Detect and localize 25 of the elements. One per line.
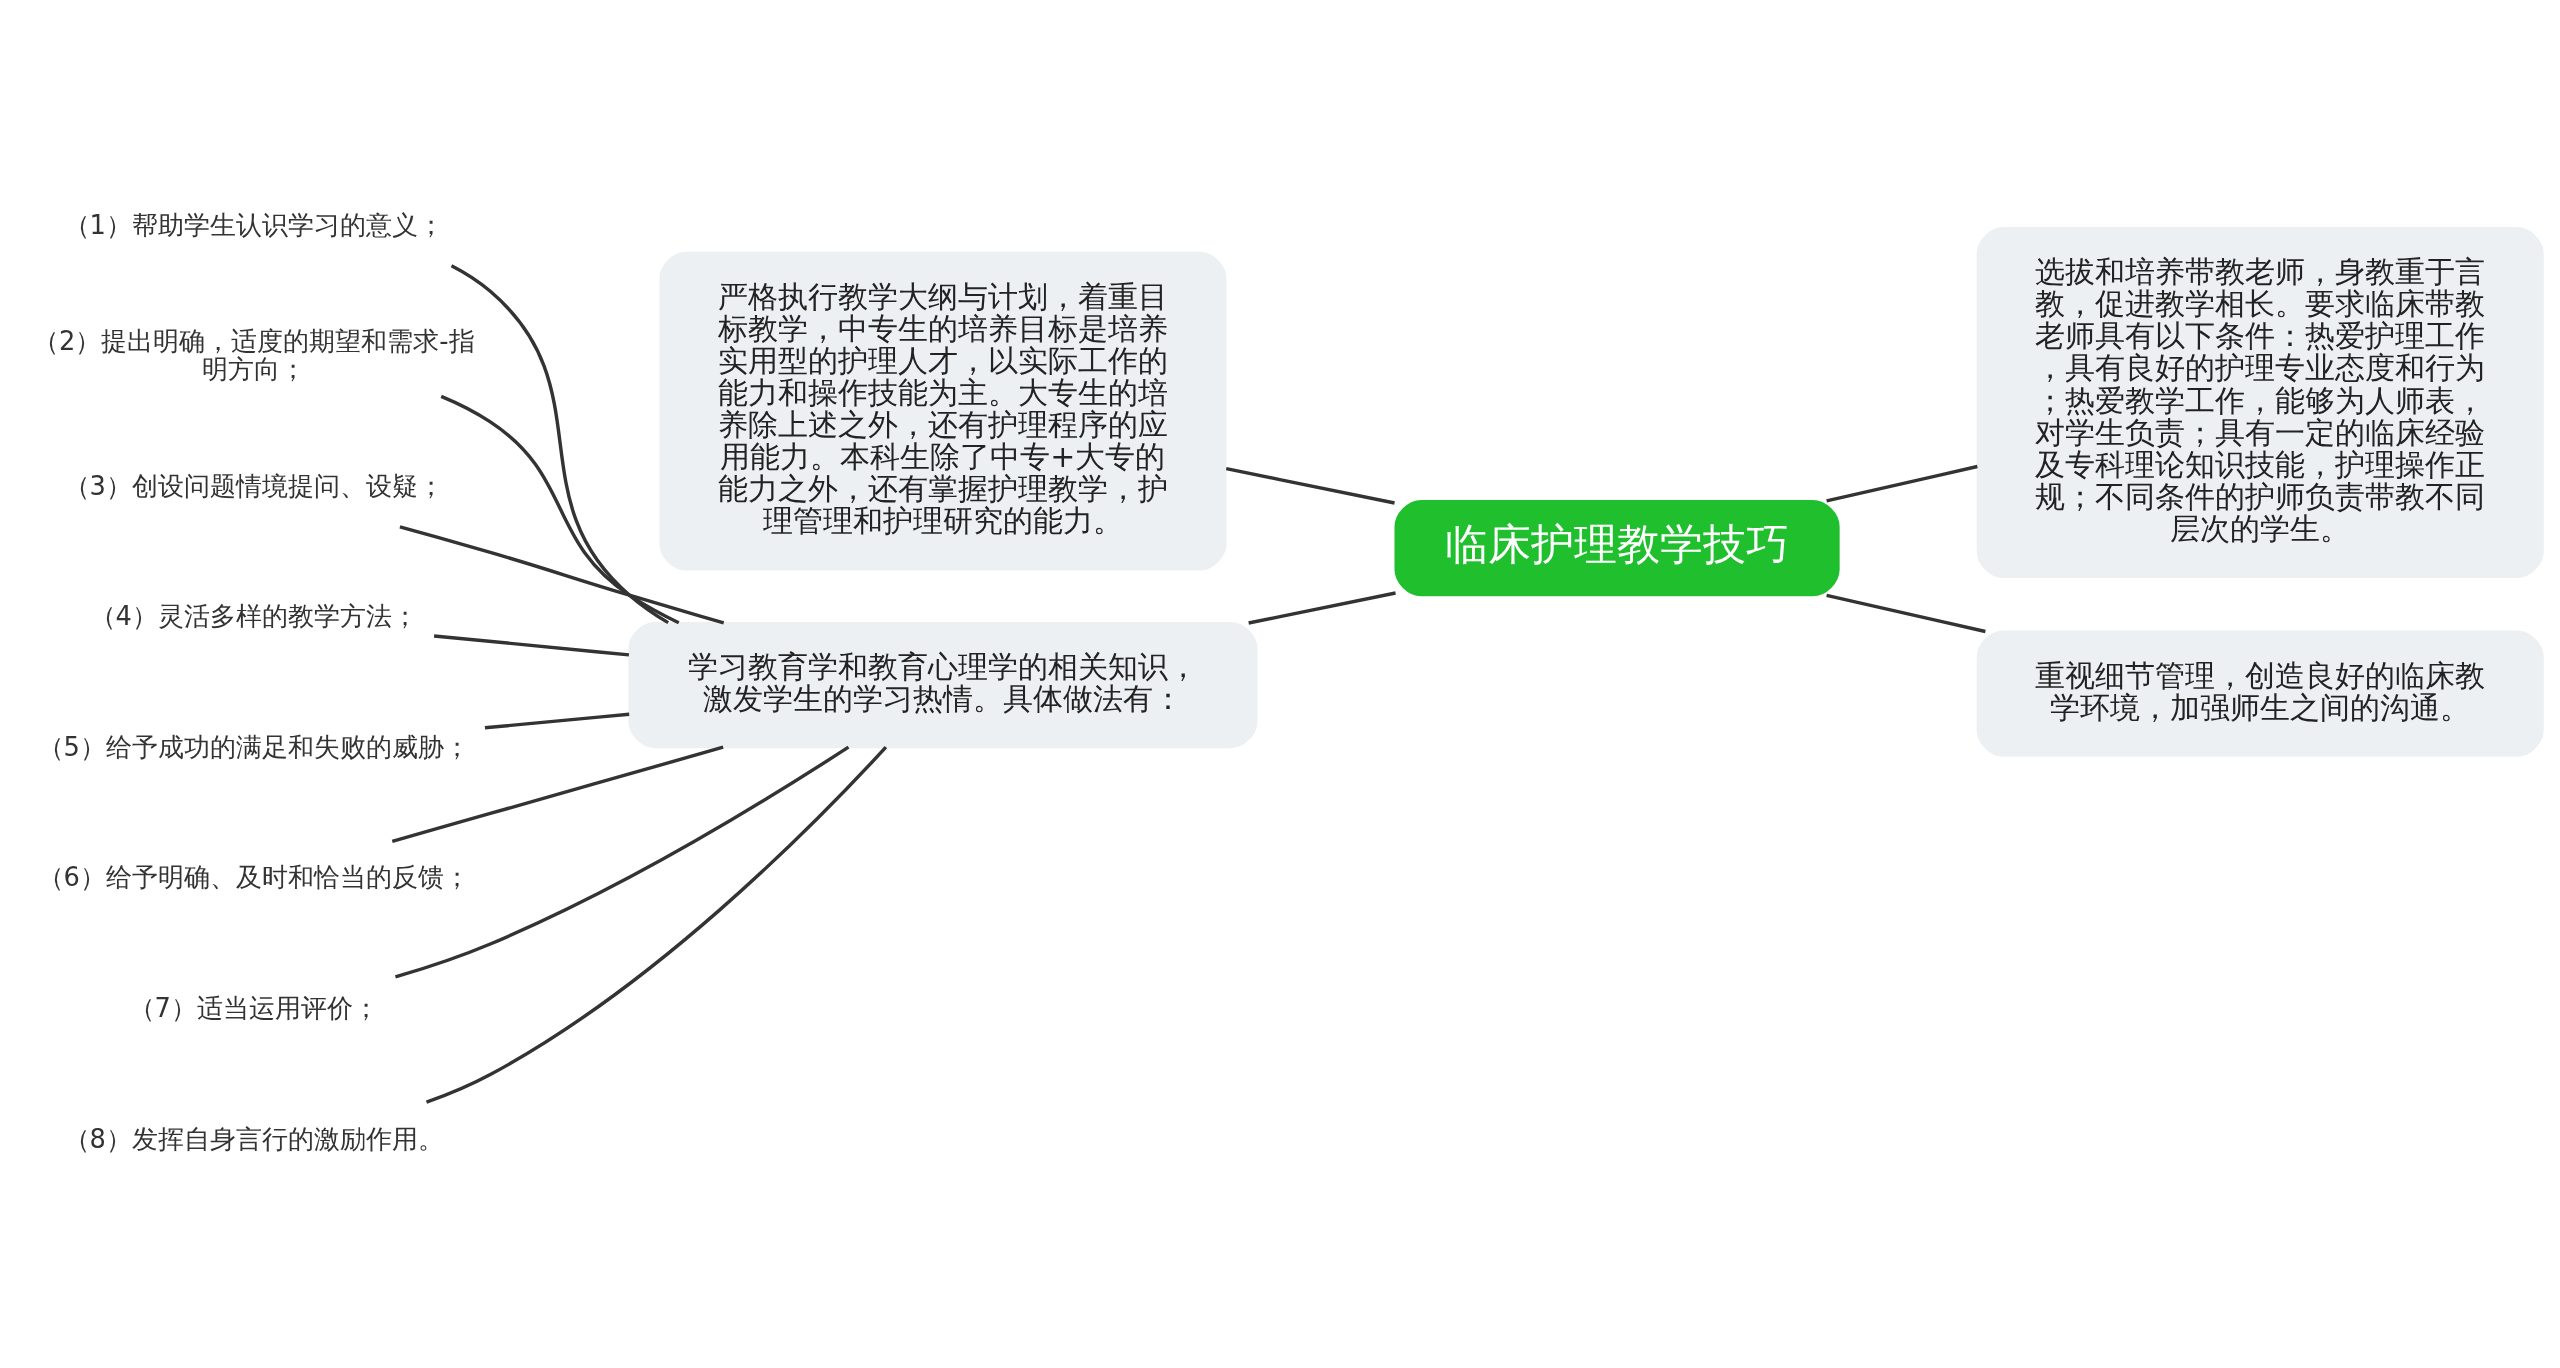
connector	[433, 634, 630, 657]
connector	[1826, 593, 1986, 634]
connector	[391, 745, 724, 843]
connector	[450, 264, 670, 625]
connector	[484, 712, 630, 730]
node-box: 学习教育学和教育心理学的相关知识，激发学生的学习热情。具体做法有：	[628, 621, 1258, 749]
node-text: （3）创设问题情境提问、设疑；	[63, 470, 444, 501]
node-text: （6）给予明确、及时和恰当的反馈；	[37, 862, 470, 893]
node-text: （5）给予成功的满足和失败的威胁；	[37, 731, 470, 762]
node-box: 临床护理教学技巧	[1394, 499, 1840, 597]
node-text: （4）灵活多样的教学方法；	[89, 601, 418, 632]
connector	[1225, 466, 1395, 505]
node-box: 选拔和培养带教老师，身教重于言教，促进教学相长。要求临床带教老师具有以下条件：热爱护理工作，具有良好的护理专业态度和行为；热爱教学工作，能够为人师表，对学生负责；具有一定的临床经验及专科理论知识技能，护理操作正规；不同条件的护师负责带教不同层次的学生。	[1976, 227, 2544, 579]
node-text: （7）适当运用评价；	[128, 993, 379, 1023]
connector	[425, 746, 888, 1104]
connector	[1248, 591, 1396, 625]
node-text: （8）发挥自身言行的激励作用。	[63, 1123, 444, 1154]
node-box: 严格执行教学大纲与计划，着重目标教学，中专生的培养目标是培养实用型的护理人才，以实际工作的能力和操作技能为主。大专生的培养除上述之外，还有护理程序的应用能力。本科生除了中专+大专的能力之外，还有掌握护理教学，护理管理和护理研究的能力。	[659, 251, 1227, 571]
connector	[394, 745, 850, 979]
connector	[440, 394, 680, 625]
node-text: （1）帮助学生认识学习的意义；	[63, 209, 444, 240]
node-box: 重视细节管理，创造良好的临床教学环境，加强师生之间的沟通。	[1976, 630, 2544, 757]
node-text: （2）提出明确，适度的期望和需求-指明方向；	[33, 326, 475, 385]
connector	[1826, 464, 1978, 503]
connector	[399, 525, 725, 625]
